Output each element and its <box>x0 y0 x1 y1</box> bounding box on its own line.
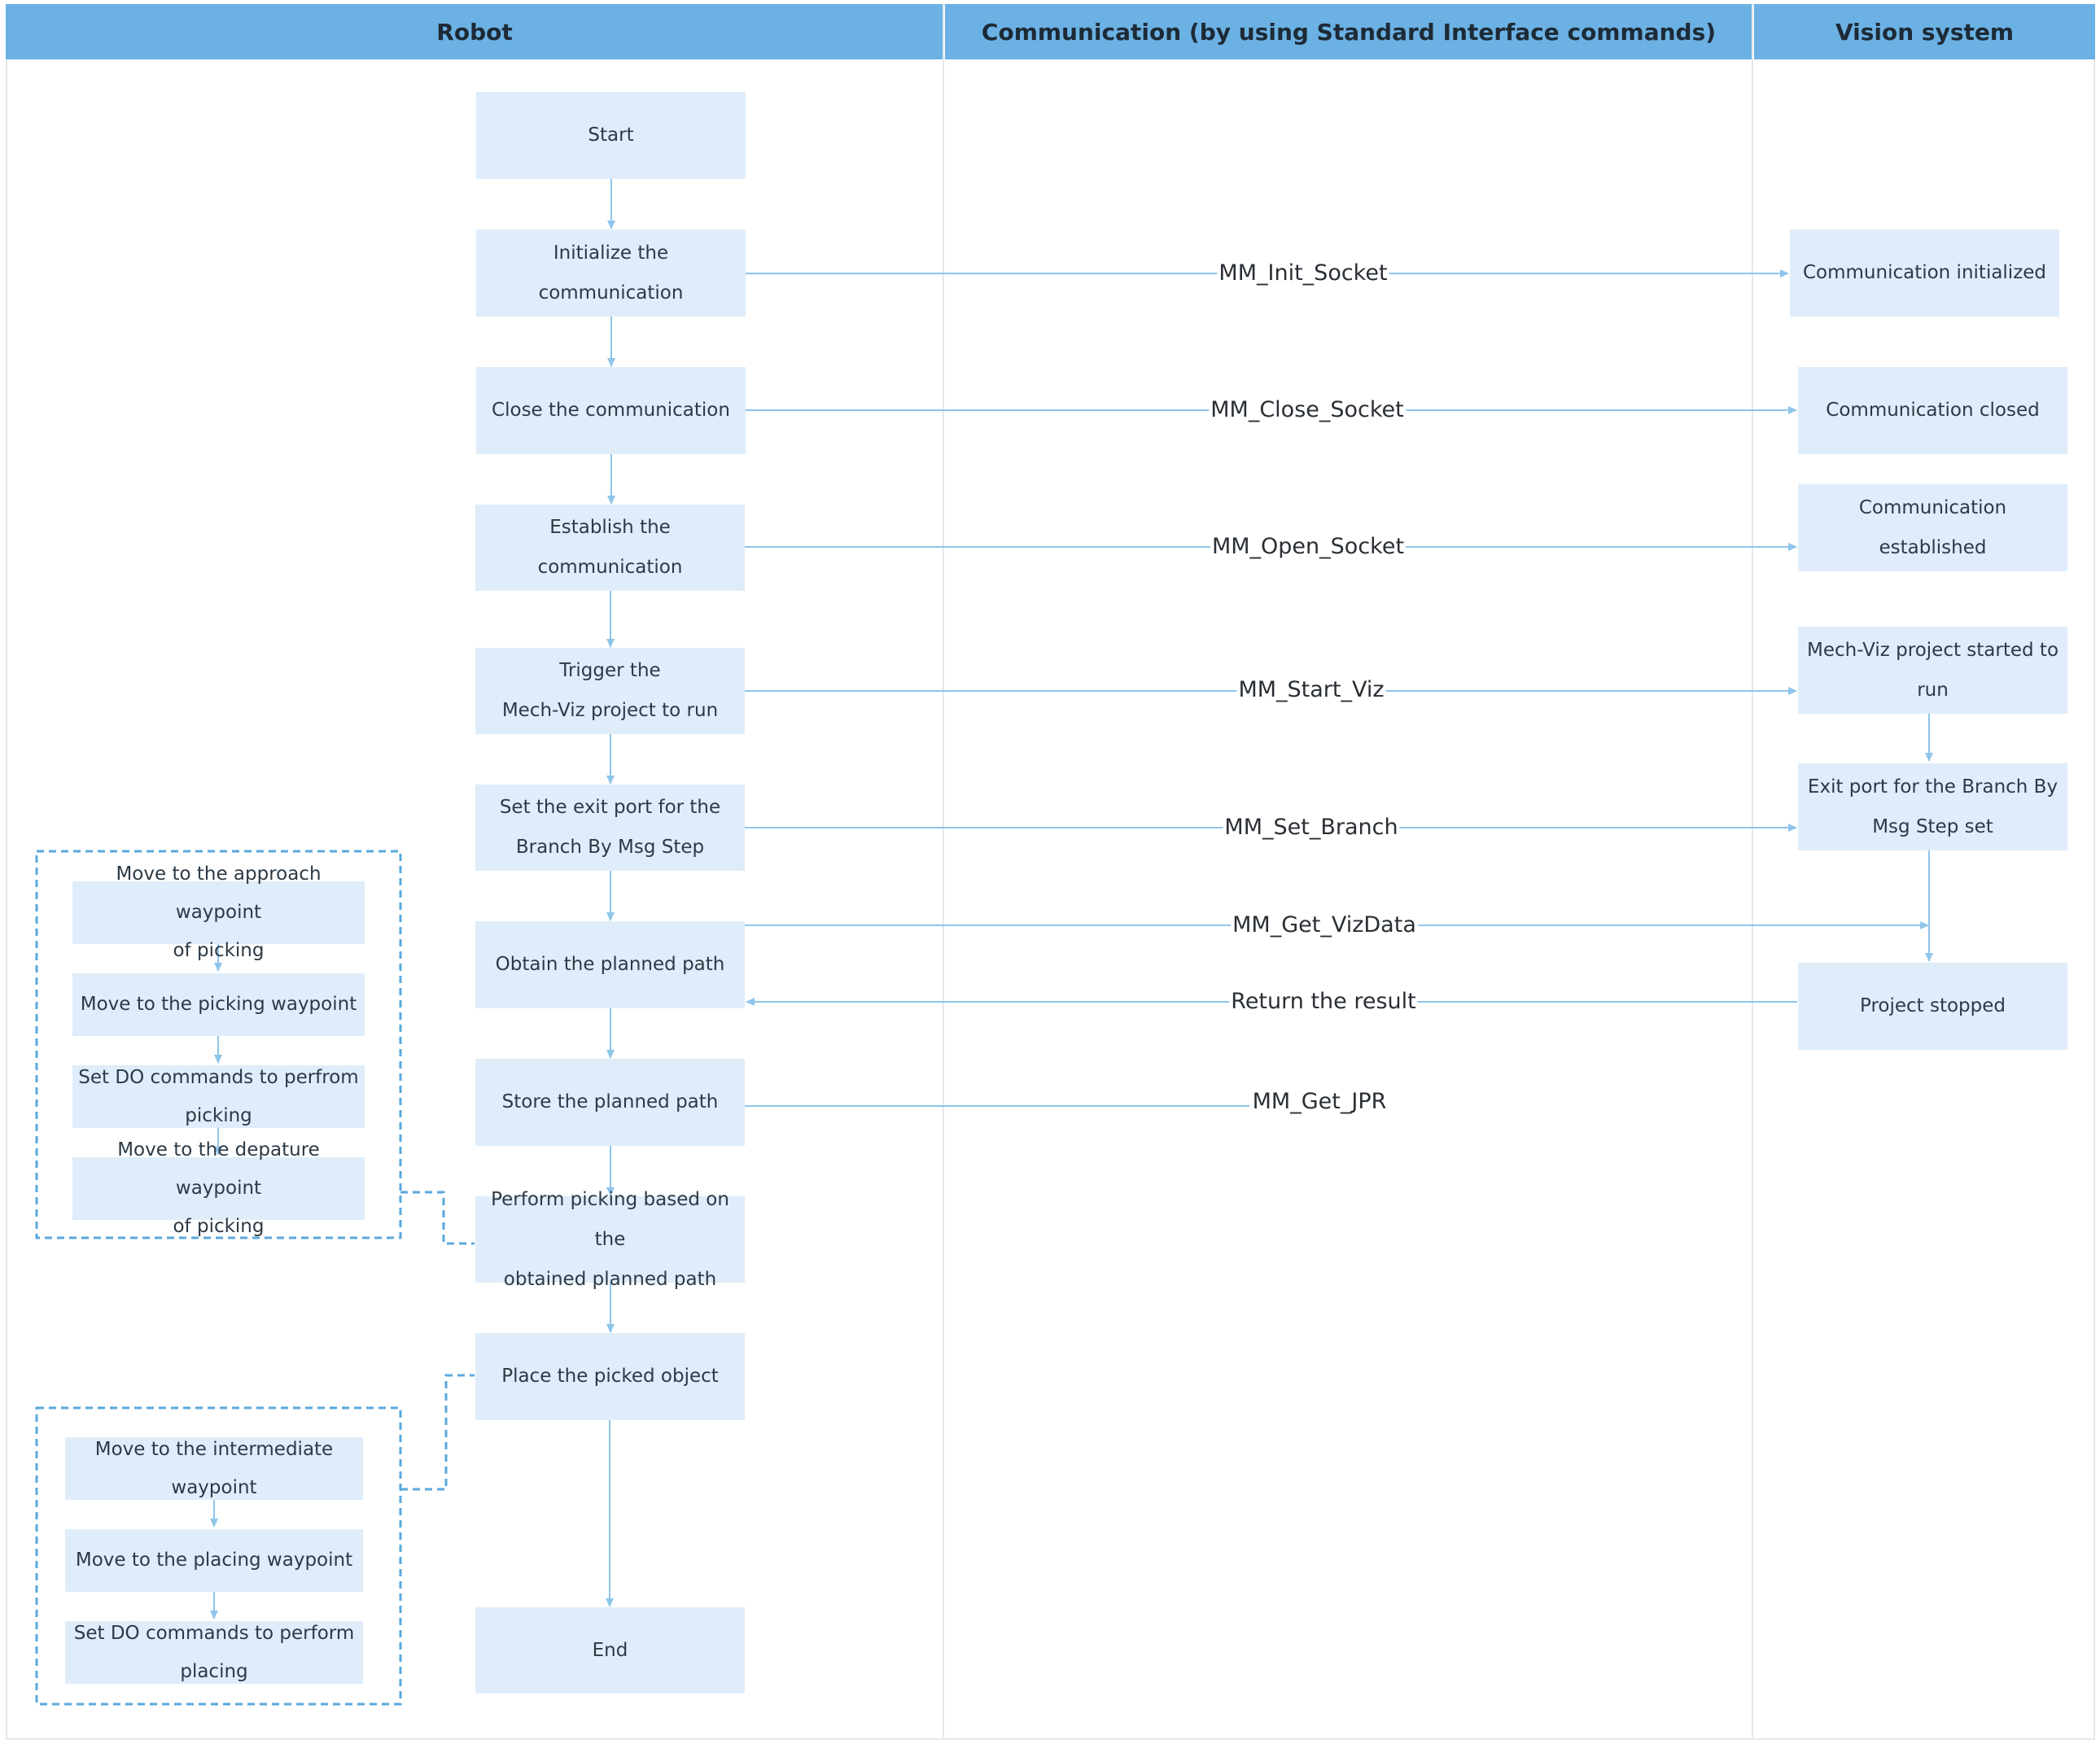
vision-communication-established-label: Communication established <box>1858 496 2007 558</box>
step-place-picked-object: Place the picked object <box>475 1333 745 1420</box>
vision-communication-closed: Communication closed <box>1798 367 2067 454</box>
step-store-planned-path-label: Store the planned path <box>501 1091 719 1112</box>
step-perform-picking-line1: Perform picking based on the <box>491 1188 729 1250</box>
column-header-vision: Vision system <box>1754 4 2095 59</box>
step-establish-communication: Establish the communication <box>475 505 745 591</box>
substep-move-departure-waypoint: Move to the depature waypoint of picking <box>72 1139 365 1237</box>
step-end: End <box>475 1607 745 1694</box>
substep-move-approach-waypoint-line2: of picking <box>173 940 265 961</box>
substep-move-intermediate-waypoint-line1: Move to the intermediate <box>94 1438 334 1460</box>
picking-group-link <box>400 1191 475 1245</box>
vision-project-stopped: Project stopped <box>1798 963 2067 1050</box>
step-initialize-communication: Initialize the communication <box>476 229 746 317</box>
step-set-exit-port-line2: Branch By Msg Step <box>515 837 705 858</box>
substep-move-intermediate-waypoint: Move to the intermediate waypoint <box>65 1437 363 1500</box>
vision-communication-established: Communication established <box>1798 484 2067 571</box>
substep-set-do-placing: Set DO commands to perform placing <box>65 1621 363 1684</box>
column-divider-robot-communication <box>943 4 944 1740</box>
substep-move-placing-waypoint: Move to the placing waypoint <box>65 1529 363 1592</box>
command-label-get-vizdata: MM_Get_VizData <box>1231 911 1418 939</box>
command-label-get-jpr: MM_Get_JPR <box>1250 1088 1389 1116</box>
step-establish-communication-label: Establish the communication <box>537 517 683 578</box>
step-close-communication-label: Close the communication <box>492 400 730 421</box>
command-label-start-viz: MM_Start_Viz <box>1236 676 1386 704</box>
column-header-robot-label: Robot <box>436 18 513 46</box>
substep-move-approach-waypoint: Move to the approach waypoint of picking <box>72 863 365 961</box>
vision-project-started: Mech-Viz project started to run <box>1798 627 2067 714</box>
column-header-communication-label: Communication (by using Standard Interfa… <box>981 18 1717 46</box>
substep-set-do-picking: Set DO commands to perfrom picking <box>72 1065 365 1128</box>
step-trigger-project-line2: Mech-Viz project to run <box>501 700 719 721</box>
vision-exit-port-set: Exit port for the Branch By Msg Step set <box>1798 763 2067 850</box>
command-label-init-socket: MM_Init_Socket <box>1217 260 1389 287</box>
step-start: Start <box>476 92 746 179</box>
substep-set-do-placing-line2: placing <box>180 1660 248 1682</box>
step-end-label: End <box>592 1639 628 1661</box>
substep-set-do-placing-line1: Set DO commands to perform <box>73 1622 355 1644</box>
step-obtain-planned-path-label: Obtain the planned path <box>495 954 725 975</box>
command-label-return-result: Return the result <box>1229 988 1418 1016</box>
command-label-set-branch: MM_Set_Branch <box>1223 814 1400 841</box>
command-label-close-socket: MM_Close_Socket <box>1209 396 1406 424</box>
placing-group-link <box>400 1374 475 1491</box>
column-header-vision-label: Vision system <box>1835 18 2015 46</box>
step-close-communication: Close the communication <box>476 367 746 454</box>
step-trigger-project-line1: Trigger the <box>559 660 661 681</box>
step-store-planned-path: Store the planned path <box>475 1059 745 1146</box>
vision-project-started-line1: Mech-Viz project started to <box>1806 639 2059 661</box>
substep-move-departure-waypoint-line2: of picking <box>173 1216 265 1237</box>
vision-exit-port-set-line1: Exit port for the Branch By <box>1807 776 2058 798</box>
vision-project-started-line2: run <box>1917 679 1949 701</box>
substep-move-picking-waypoint: Move to the picking waypoint <box>72 973 365 1036</box>
substep-move-placing-waypoint-label: Move to the placing waypoint <box>75 1549 353 1571</box>
column-header-robot: Robot <box>6 4 943 59</box>
command-label-open-socket: MM_Open_Socket <box>1210 533 1407 561</box>
step-obtain-planned-path: Obtain the planned path <box>475 921 745 1008</box>
step-place-picked-object-label: Place the picked object <box>501 1366 719 1387</box>
column-header-communication: Communication (by using Standard Interfa… <box>945 4 1752 59</box>
vision-communication-initialized-label: Communication initialized <box>1802 262 2047 283</box>
placing-substeps-group <box>35 1406 402 1706</box>
vision-communication-closed-label: Communication closed <box>1826 400 2040 421</box>
step-initialize-communication-label: Initialize the communication <box>538 242 684 304</box>
step-set-exit-port-line1: Set the exit port for the <box>499 797 721 818</box>
picking-substeps-group <box>35 850 402 1239</box>
vision-exit-port-set-line2: Msg Step set <box>1872 815 1993 837</box>
vision-project-stopped-label: Project stopped <box>1859 995 2006 1016</box>
column-divider-communication-vision <box>1752 4 1753 1740</box>
substep-move-picking-waypoint-label: Move to the picking waypoint <box>80 994 357 1015</box>
substep-set-do-picking-line1: Set DO commands to perfrom <box>78 1066 359 1088</box>
substep-move-intermediate-waypoint-line2: waypoint <box>171 1476 257 1498</box>
substep-move-departure-waypoint-line1: Move to the depature waypoint <box>117 1139 320 1199</box>
step-start-label: Start <box>588 125 634 146</box>
substep-set-do-picking-line2: picking <box>185 1104 252 1126</box>
step-perform-picking-line2: obtained planned path <box>503 1268 717 1290</box>
vision-communication-initialized: Communication initialized <box>1790 229 2059 317</box>
substep-move-approach-waypoint-line1: Move to the approach waypoint <box>116 863 322 923</box>
step-perform-picking: Perform picking based on the obtained pla… <box>475 1189 745 1290</box>
